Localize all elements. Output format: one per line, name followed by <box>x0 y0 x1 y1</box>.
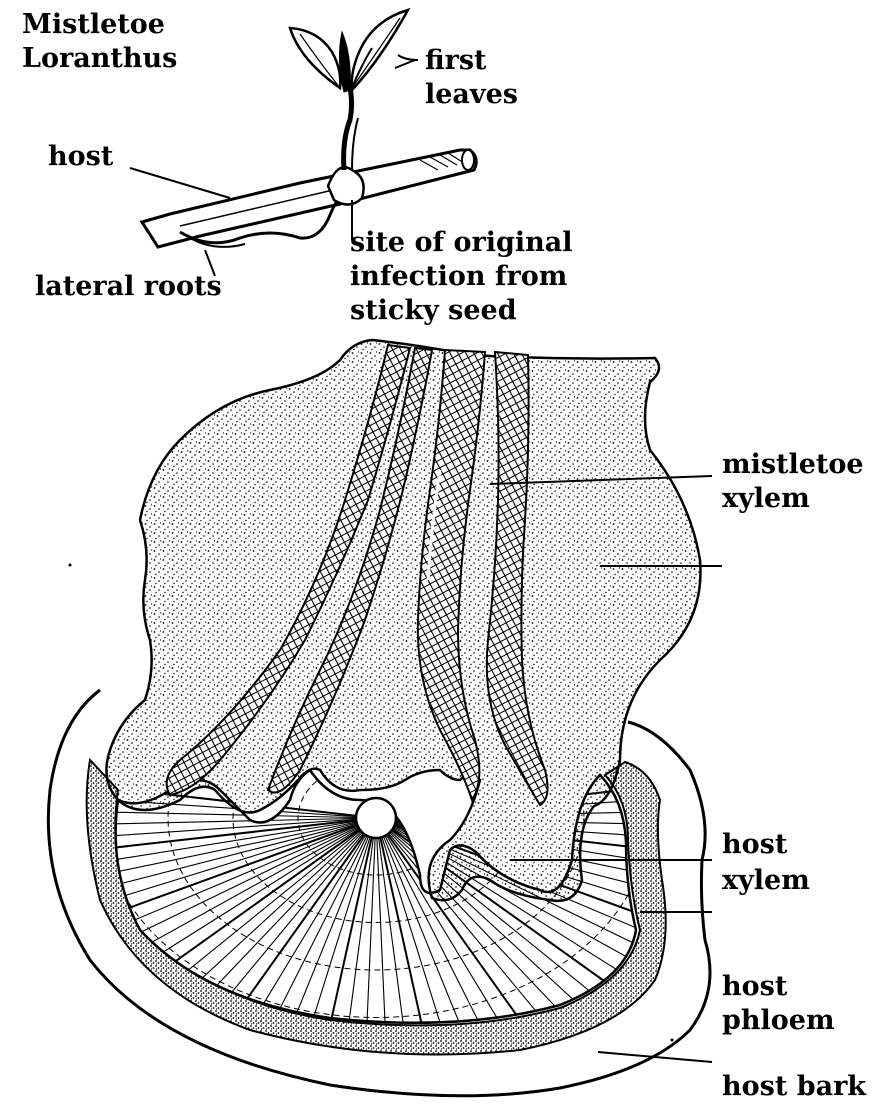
label-host-bark: host bark <box>722 1070 866 1104</box>
label-host: host <box>48 140 113 174</box>
label-mistletoe: mistletoe <box>722 448 864 482</box>
label-host-phloem-2: phloem <box>722 1004 835 1038</box>
label-site-2: infection from <box>350 260 567 294</box>
label-site-3: sticky seed <box>350 294 517 328</box>
label-leaves: leaves <box>425 78 518 112</box>
title-line-1: Mistletoe <box>22 8 165 42</box>
label-mistletoe-xylem: xylem <box>722 482 810 516</box>
pith <box>356 798 396 838</box>
label-site-1: site of original <box>350 226 573 260</box>
label-host-xylem-1: host <box>722 828 787 862</box>
title-line-2: Loranthus <box>22 42 177 76</box>
label-lateral-roots: lateral roots <box>35 270 222 304</box>
label-host-phloem-1: host <box>722 970 787 1004</box>
label-host-xylem-2: xylem <box>722 864 810 898</box>
label-first: first <box>425 44 487 78</box>
